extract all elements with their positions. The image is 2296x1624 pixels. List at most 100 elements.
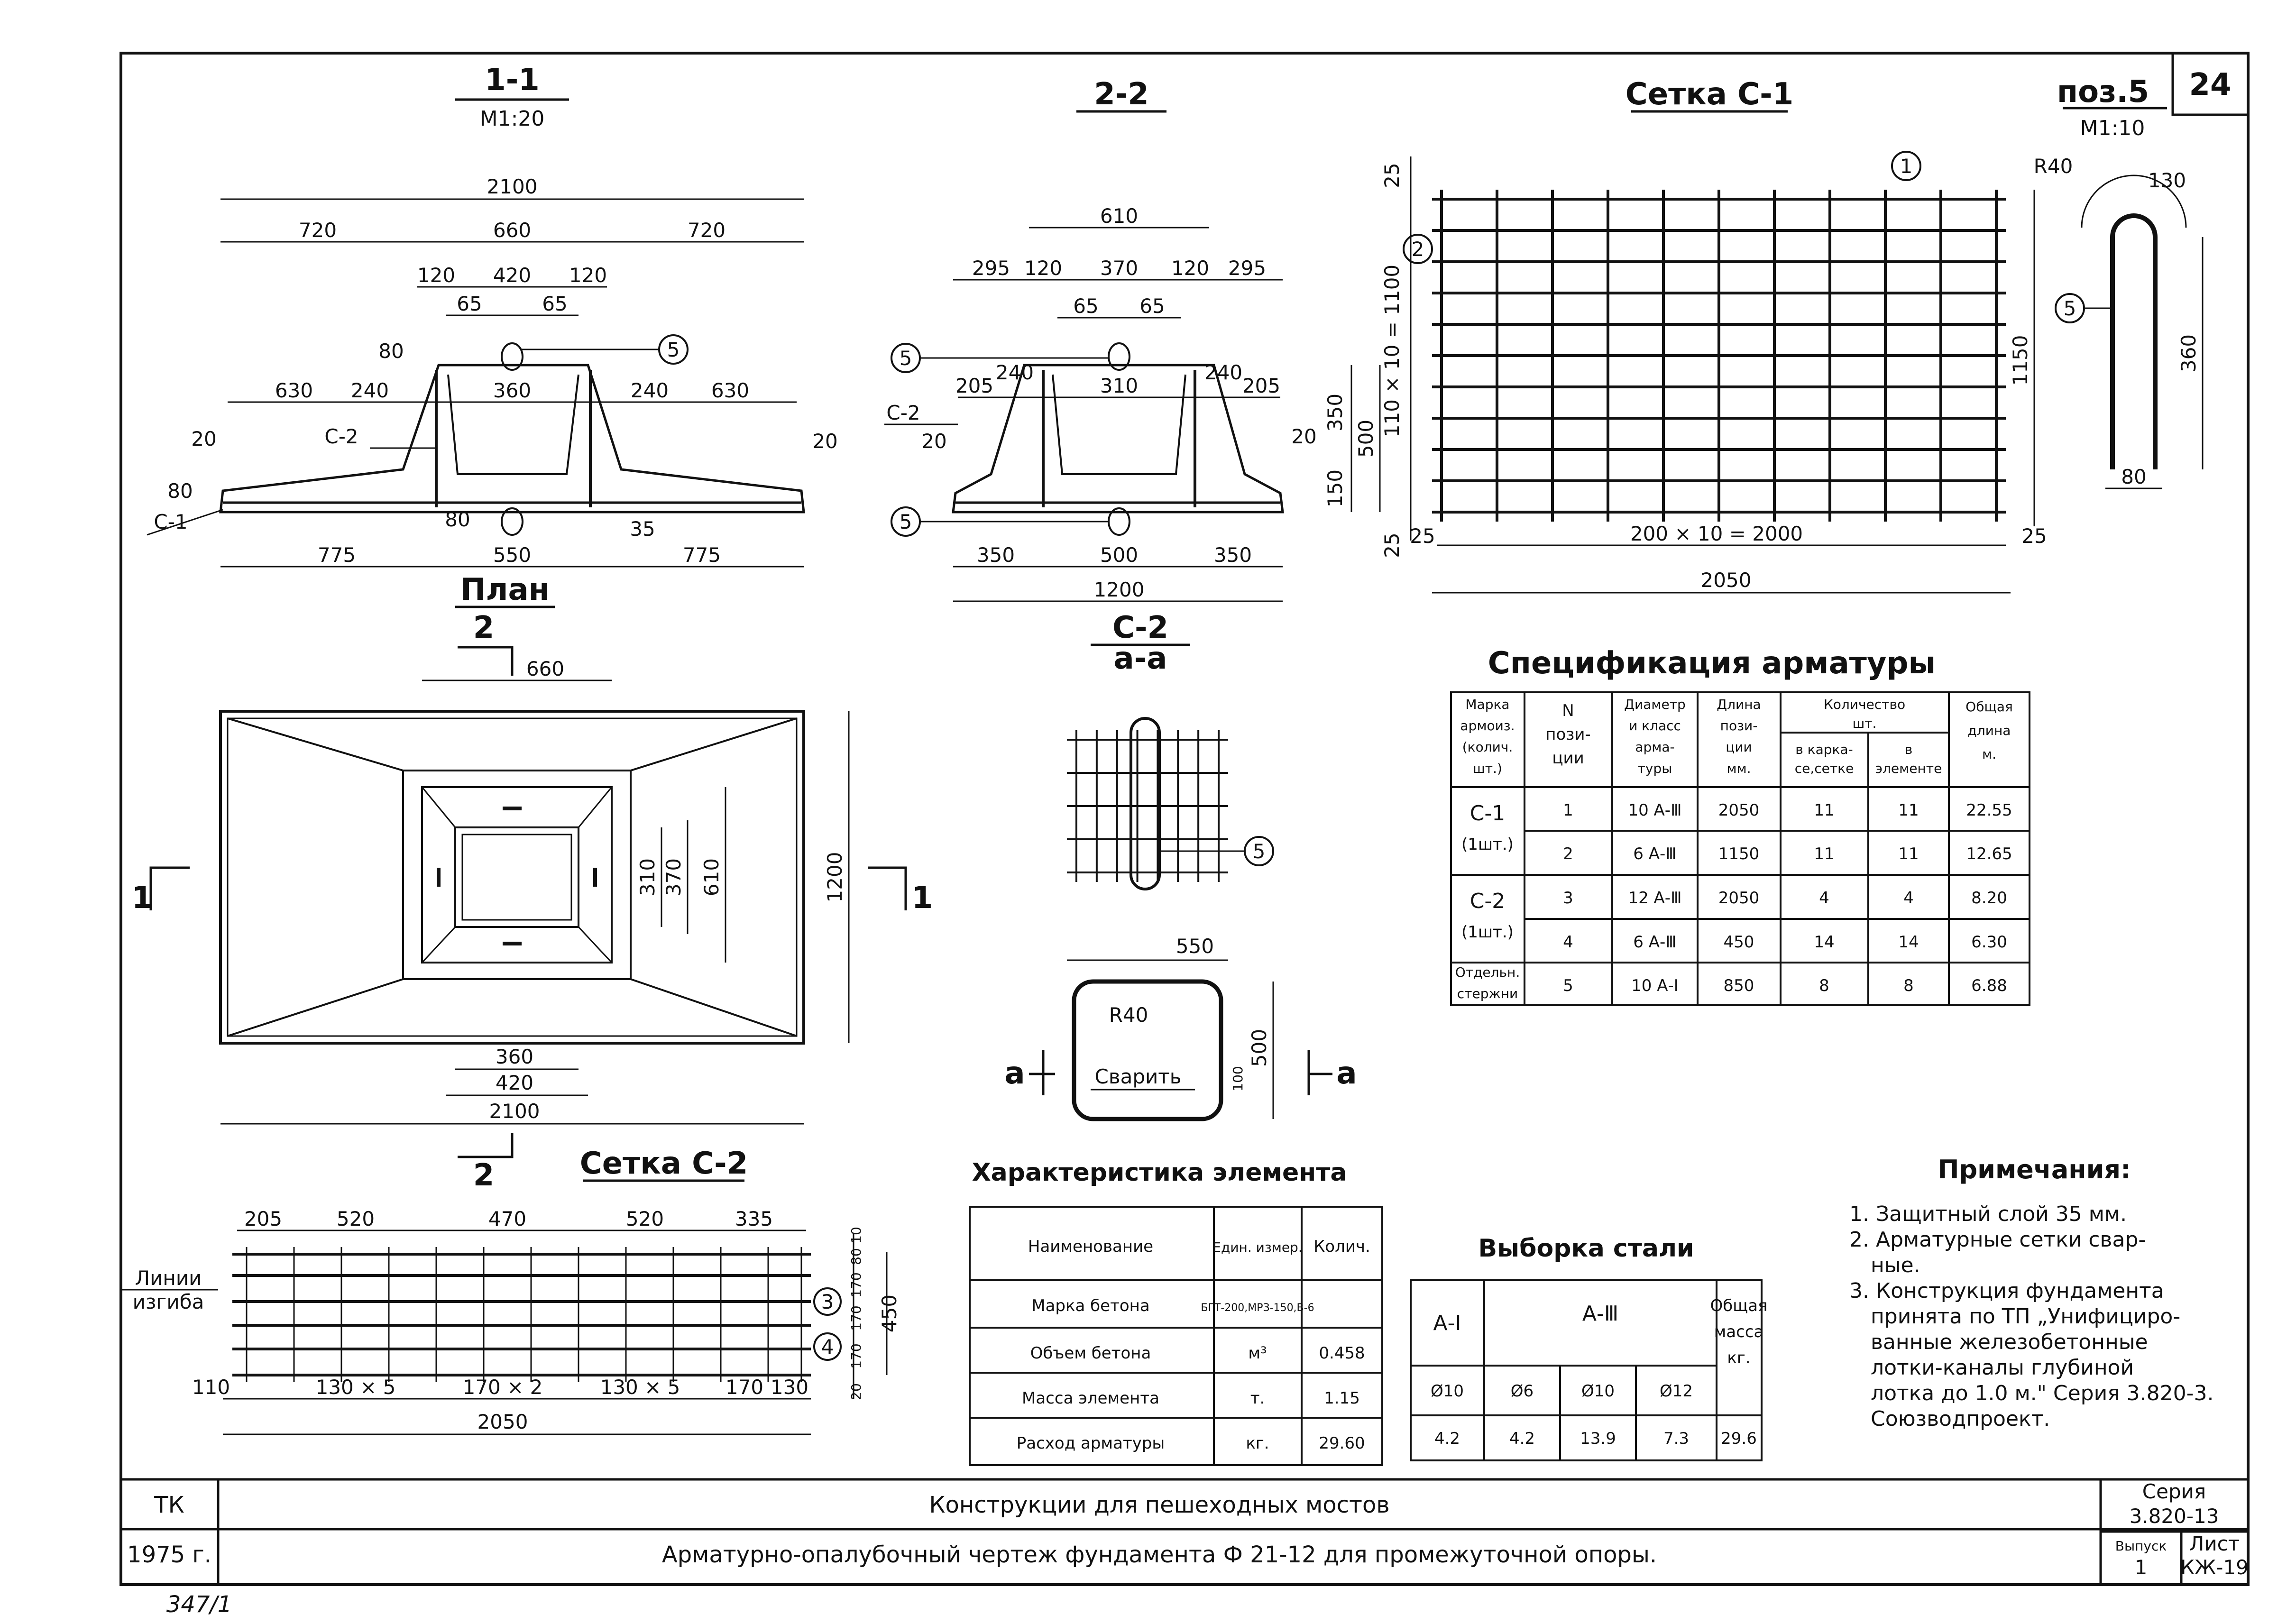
c2-dim-2050: 2050: [478, 1410, 528, 1433]
c1-pos1: 1: [1900, 155, 1913, 178]
handwritten-number: 347/1: [166, 1591, 232, 1618]
spec-cell: 12.65: [1966, 844, 2012, 863]
c2aa-sub: а-а: [1114, 641, 1167, 676]
s22-dim-350l: 350: [977, 543, 1015, 567]
spec-cell: 22.55: [1966, 801, 2012, 820]
element-header-qty: Колич.: [1313, 1237, 1370, 1256]
spec-header-diam: туры: [1638, 761, 1672, 776]
c2-dim-r20: 20: [848, 1383, 864, 1400]
c2-dim-170x2: 170 × 2: [463, 1376, 543, 1399]
s11-dim-mid: 660: [493, 219, 531, 242]
s22-dim-500: 500: [1354, 420, 1378, 458]
note-line: лотка до 1.0 м." Серия 3.820-3.: [1871, 1381, 2214, 1405]
c2aa-section-frame: [1072, 979, 1223, 1121]
spec-cell: 6.88: [1971, 976, 2007, 995]
s11-label-c1: С-1: [154, 510, 187, 533]
poz5-h360: 360: [2177, 334, 2200, 372]
note-line: принята по ТП „Унифициро-: [1871, 1304, 2180, 1329]
spec-header-len: пози-: [1720, 718, 1758, 734]
spec-header-pos: N: [1562, 701, 1574, 720]
section-1-1-outline: [219, 364, 805, 514]
steel-diam: Ø6: [1511, 1382, 1534, 1401]
element-row-unit: м³: [1248, 1344, 1267, 1363]
s11-dim-240l: 240: [351, 379, 389, 402]
c2-small-grid: [1067, 730, 1228, 882]
c1-dim-b25: 25: [1380, 532, 1404, 558]
plan-cut2-top: 2: [473, 610, 495, 645]
s11-label-c2: С-2: [324, 425, 358, 448]
spec-cell: 2: [1563, 844, 1573, 863]
c2-dim-470: 470: [488, 1207, 526, 1230]
s11-dim-360: 360: [493, 379, 531, 402]
s22-dim-120a: 120: [1024, 257, 1062, 280]
mesh-c1-grid: [1432, 190, 2006, 522]
spec-header-qty: шт.: [1853, 716, 1877, 731]
spec-header-pos: ции: [1552, 749, 1584, 768]
c2-bend-line2: изгиба: [133, 1290, 204, 1313]
spec-cell: 12 А-Ⅲ: [1628, 889, 1681, 908]
spec-group-mark: С-1: [1470, 801, 1506, 826]
spec-header-len: Длина: [1717, 697, 1761, 712]
c2aa-pos5: 5: [1253, 840, 1266, 863]
s11-dim-80: 80: [378, 339, 404, 363]
plan-view: План 2 660 1200 310 370 610 1 1: [132, 572, 933, 1193]
c2-dim-520a: 520: [337, 1207, 375, 1230]
s11-dim-775l: 775: [318, 543, 356, 567]
spec-group-mark: С-2: [1470, 889, 1506, 913]
s22-dim-205l: 205: [955, 374, 993, 397]
c2-dim-205: 205: [244, 1207, 282, 1230]
s11-dim-65b: 65: [542, 292, 567, 315]
steel-class-a3: А-Ⅲ: [1582, 1302, 1618, 1326]
spec-group-count: (1шт.): [1461, 923, 1514, 942]
note-line: ные.: [1871, 1253, 1920, 1277]
element-row-unit: кг.: [1246, 1434, 1269, 1453]
spec-cell: 5: [1563, 976, 1573, 995]
spec-cell: 6 А-Ⅲ: [1633, 933, 1676, 952]
section-2-2: 2-2 610 295 120 370 120 295 65 65 205 24…: [884, 77, 1381, 602]
c1-dim-br25: 25: [2021, 524, 2047, 548]
mesh-c1-title: Сетка С-1: [1626, 77, 1793, 112]
element-row-unit: т.: [1250, 1389, 1265, 1408]
plan-dim-360: 360: [496, 1045, 533, 1068]
poz5-title: поз.5: [2057, 74, 2149, 110]
s11-dim-right: 720: [688, 219, 726, 242]
s22-dim-295b: 295: [1228, 257, 1266, 280]
title-block: ТК 1975 г. Конструкции для пешеходных мо…: [121, 1478, 2249, 1585]
plan-dim-310: 310: [636, 858, 659, 896]
spec-cell: 10 А-Ⅲ: [1628, 801, 1681, 820]
section-2-2-title: 2-2: [1094, 77, 1149, 112]
detail-poz5: поз.5 М1:10 R40 130 360 80 5: [2034, 74, 2204, 489]
s22-pos5b: 5: [900, 510, 912, 533]
note-line: ванные железобетонные: [1871, 1330, 2148, 1354]
s22-dim-1200: 1200: [1094, 578, 1145, 601]
spec-cell: 8: [1903, 976, 1914, 995]
steel-diam: Ø10: [1431, 1382, 1464, 1401]
poz5-w80: 80: [2121, 465, 2146, 488]
spec-cell: 11: [1898, 801, 1919, 820]
element-row-qty: 1.15: [1324, 1389, 1360, 1408]
s22-dim-150: 150: [1323, 469, 1347, 507]
c2aa-a-right: а: [1336, 1056, 1357, 1091]
stamp-org: ТК: [154, 1492, 184, 1518]
element-title: Характеристика элемента: [972, 1158, 1347, 1187]
poz5-scale: М1:10: [2080, 116, 2145, 140]
s22-dim-370: 370: [1100, 257, 1138, 280]
steel-total-header: Общая: [1710, 1296, 1767, 1315]
spec-cell: 1: [1563, 801, 1573, 820]
stamp-issue-label: Выпуск: [2115, 1538, 2167, 1554]
s22-dim-240r: 240: [1204, 361, 1242, 384]
spec-cell: 11: [1814, 801, 1834, 820]
element-header-name: Наименование: [1028, 1237, 1153, 1256]
c2-dim-r170b: 170: [848, 1305, 864, 1330]
plan-dim-610: 610: [700, 858, 723, 896]
stamp-title1: Конструкции для пешеходных мостов: [929, 1492, 1389, 1518]
spec-cell: 11: [1814, 844, 1834, 863]
section-1-1-title: 1-1: [485, 63, 540, 98]
s11-dim-120a: 120: [417, 264, 455, 287]
spec-group-count: (1шт.): [1461, 835, 1514, 854]
spec-header-total: длина: [1968, 723, 2011, 738]
c2-dim-335: 335: [735, 1207, 773, 1230]
spec-header-mark: (колич.: [1462, 739, 1513, 755]
spec-cell: 1150: [1718, 844, 1760, 863]
